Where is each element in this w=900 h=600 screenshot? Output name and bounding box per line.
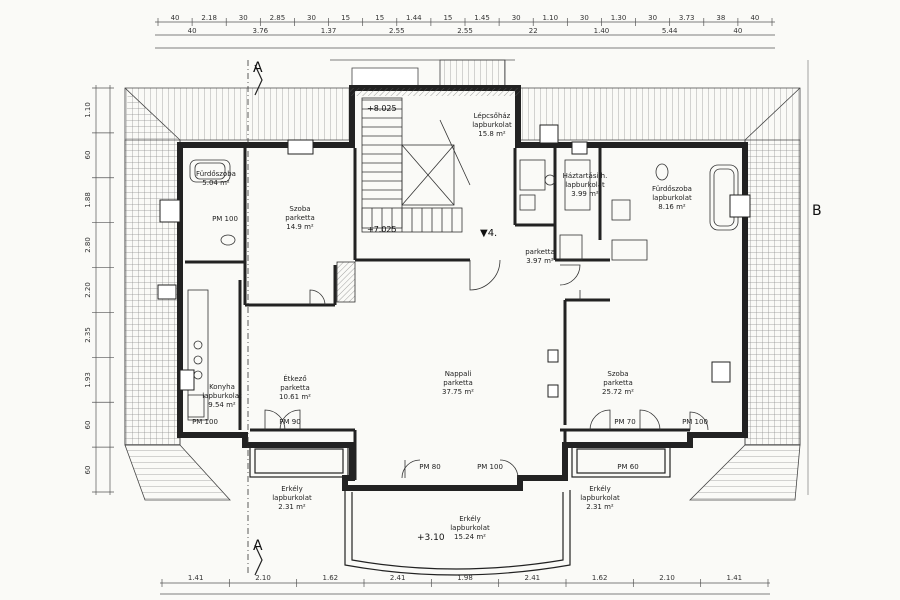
- dimension-label: 2.80: [84, 237, 92, 253]
- dimension-label: 40: [170, 14, 180, 22]
- door-tag: PM 100: [477, 463, 503, 471]
- bottom-dimension-lines: [160, 582, 770, 595]
- dimension-label: 3.73: [678, 14, 695, 22]
- section-mark-a-top: A: [253, 60, 263, 76]
- dimension-label: 2.20: [84, 282, 92, 298]
- dimension-label: 22: [528, 27, 538, 35]
- dimension-label: 2.85: [269, 14, 286, 22]
- dimension-label: 30: [307, 14, 316, 22]
- left-dimension-ticks: [92, 87, 114, 493]
- dimension-label: 3.76: [252, 27, 269, 35]
- dimension-label: 15: [375, 14, 385, 22]
- section-arrows: [254, 64, 263, 576]
- door-tag: PM 70: [614, 418, 636, 426]
- door-tag: PM 90: [279, 418, 301, 426]
- dimension-label: 1.41: [187, 574, 204, 582]
- dimension-label: 40: [750, 14, 760, 22]
- door-swings: [264, 259, 709, 479]
- top-dimension-ticks: [157, 18, 773, 26]
- section-mark-a-bottom: A: [253, 538, 263, 554]
- dimension-label: 2.18: [201, 14, 217, 22]
- dimension-label: 1.40: [593, 27, 610, 35]
- level-mark-balcony: +3.10: [417, 533, 445, 543]
- dimension-label: 1.37: [320, 27, 337, 35]
- dimension-label: 1.10: [84, 102, 92, 119]
- side-balconies: [249, 444, 671, 478]
- center-balcony: [344, 490, 571, 576]
- dimension-label: 2.10: [255, 574, 271, 582]
- inner-walls: [185, 148, 690, 480]
- dimension-label: 60: [84, 150, 92, 160]
- dimension-label: 1.98: [457, 574, 473, 582]
- dimension-label: 2.55: [457, 27, 473, 35]
- dimension-label: 30: [579, 14, 589, 22]
- dimension-label: 1.30: [610, 14, 627, 22]
- door-tag: PM 100: [682, 418, 708, 426]
- dimension-label: 30: [511, 14, 521, 22]
- dimension-label: 38: [716, 14, 726, 22]
- stairs: [361, 97, 471, 233]
- dimension-label: 1.62: [591, 574, 608, 582]
- dimension-label: 5.44: [661, 27, 678, 35]
- chimneys: [157, 124, 751, 398]
- fixtures: [187, 159, 739, 421]
- dimension-label: 2.35: [84, 327, 92, 343]
- section-mark-b: B: [812, 203, 822, 219]
- dimension-label: 1.41: [726, 574, 743, 582]
- dimension-label: 1.88: [84, 192, 92, 209]
- dimension-label: 1.44: [406, 14, 422, 22]
- dimension-label: 60: [84, 465, 92, 475]
- door-tag: PM 100: [212, 215, 238, 223]
- dimension-label: 2.55: [388, 27, 405, 35]
- dimension-label: 2.10: [659, 574, 675, 582]
- dimension-label: 1.93: [84, 371, 92, 388]
- dimension-label: 40: [187, 27, 197, 35]
- dimension-label: 1.10: [542, 14, 559, 22]
- dimension-label: 40: [733, 27, 743, 35]
- dimension-label: 60: [84, 420, 92, 430]
- dimension-label: 30: [648, 14, 658, 22]
- door-tag: PM 80: [419, 463, 441, 471]
- level-mark-hall: ▼4.: [480, 228, 498, 239]
- door-tag: PM 60: [617, 463, 639, 471]
- dimension-label: 1.62: [322, 574, 339, 582]
- dimension-label: 15: [341, 14, 351, 22]
- bottom-dimension-ticks: [161, 579, 769, 587]
- level-mark-stair-mid: +7.025: [367, 225, 397, 234]
- stairwell-wall-hatch: [350, 88, 520, 96]
- level-mark-stair-top: +8.025: [367, 104, 397, 113]
- dimension-label: 1.45: [474, 14, 490, 22]
- dimension-label: 2.41: [389, 574, 406, 582]
- dimension-label: 15: [443, 14, 453, 22]
- door-tag: PM 100: [192, 418, 218, 426]
- left-dimension-lines: [95, 85, 111, 495]
- dimension-label: 2.41: [524, 574, 541, 582]
- dimension-label: 30: [238, 14, 248, 22]
